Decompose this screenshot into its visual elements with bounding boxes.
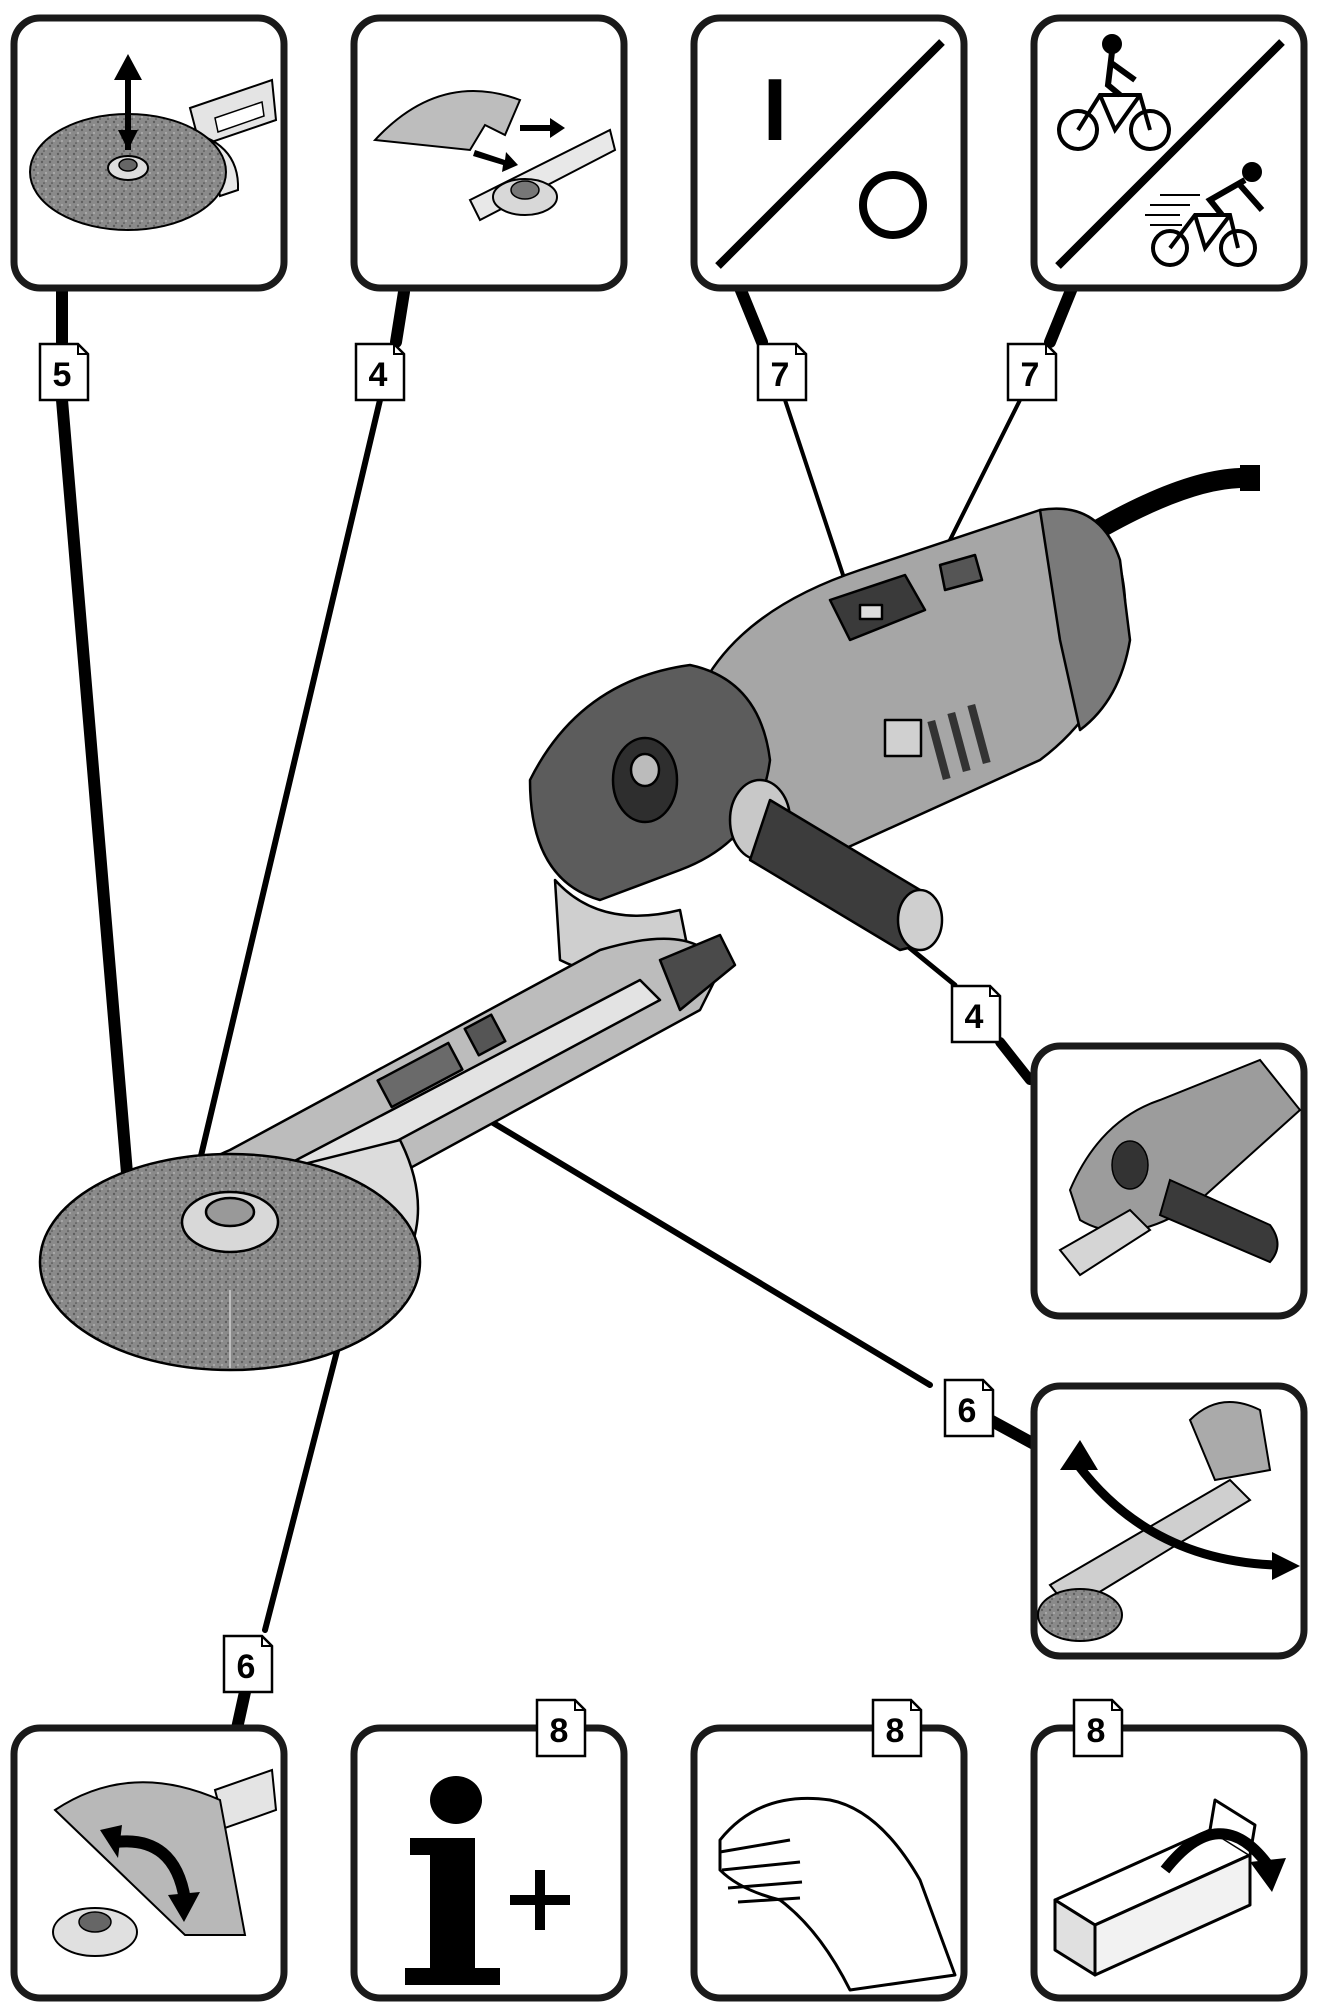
panel-speed [1030,14,1308,292]
arrow-down-icon [118,130,138,150]
arrow-up-icon [114,54,142,80]
label-box-6-guard: 6 [222,1634,274,1694]
panel-on-off: I [690,14,968,292]
svg-text:4: 4 [965,998,984,1036]
svg-text:6: 6 [237,1648,256,1686]
label-box-5: 5 [38,342,90,402]
label-box-6-arm: 6 [943,1378,995,1438]
panel-info [350,1724,628,2002]
panel-arm-rotation [1030,1382,1308,1660]
label-box-8-hand: 8 [871,1698,923,1758]
leader-line-7-left-main [783,398,850,592]
open-arrow-icon [1160,1828,1273,1874]
box-icon [1053,1798,1257,1977]
svg-text:8: 8 [550,1712,569,1750]
svg-text:8: 8 [886,1712,905,1750]
label-box-7-right: 7 [1006,342,1058,402]
panel-guard-removal [350,14,628,292]
panel-hand [690,1724,968,2002]
panel-disc-change [10,14,288,292]
leader-line-5-main [56,394,134,1191]
brand-logo [883,718,923,758]
on-symbol: I [763,60,787,159]
hand-icon [718,1796,957,1992]
panel-handle-detail [1030,1042,1308,1320]
label-box-7-left: 7 [756,342,808,402]
svg-text:5: 5 [53,356,72,394]
release-lever [658,933,737,1012]
fast-cyclist-icon [1145,162,1265,267]
svg-text:6: 6 [958,1392,977,1430]
svg-text:4: 4 [369,356,388,394]
label-box-4-handle: 4 [950,984,1002,1044]
arrow-right-icon [520,118,565,138]
svg-text:7: 7 [1021,356,1040,394]
label-box-8-box: 8 [1072,1698,1124,1758]
leader-line-4-top [390,286,410,348]
leader-line-7-right [1044,282,1078,348]
leader-line-7-right-main [938,398,1022,562]
off-symbol-icon [859,171,927,239]
panel-guard-rotation [10,1724,288,2002]
label-box-8-info: 8 [535,1698,587,1758]
leader-line-4-handle-out [995,1037,1035,1085]
handle-grip [1158,1178,1279,1264]
pipe-sander-tool [38,465,1260,1372]
rotate-arrow-icon [1074,1462,1276,1570]
info-icon [405,1838,500,1985]
leader-line-7-left [734,282,768,348]
leader-line-6-arm [477,1112,933,1388]
slow-cyclist-icon [1057,34,1171,151]
rotate-guard-icon [114,1835,191,1902]
grinding-disc [38,1152,422,1372]
label-box-4-top: 4 [354,342,406,402]
arrow-down-right-icon [473,150,518,172]
info-dot [430,1776,482,1824]
power-cable [1070,468,1250,550]
leader-line-4-main [197,397,383,1163]
panel-packaging [1030,1724,1308,2002]
svg-text:7: 7 [771,356,790,394]
arm-logo [463,1013,507,1057]
speed-wheel [938,553,984,592]
svg-text:8: 8 [1087,1712,1106,1750]
